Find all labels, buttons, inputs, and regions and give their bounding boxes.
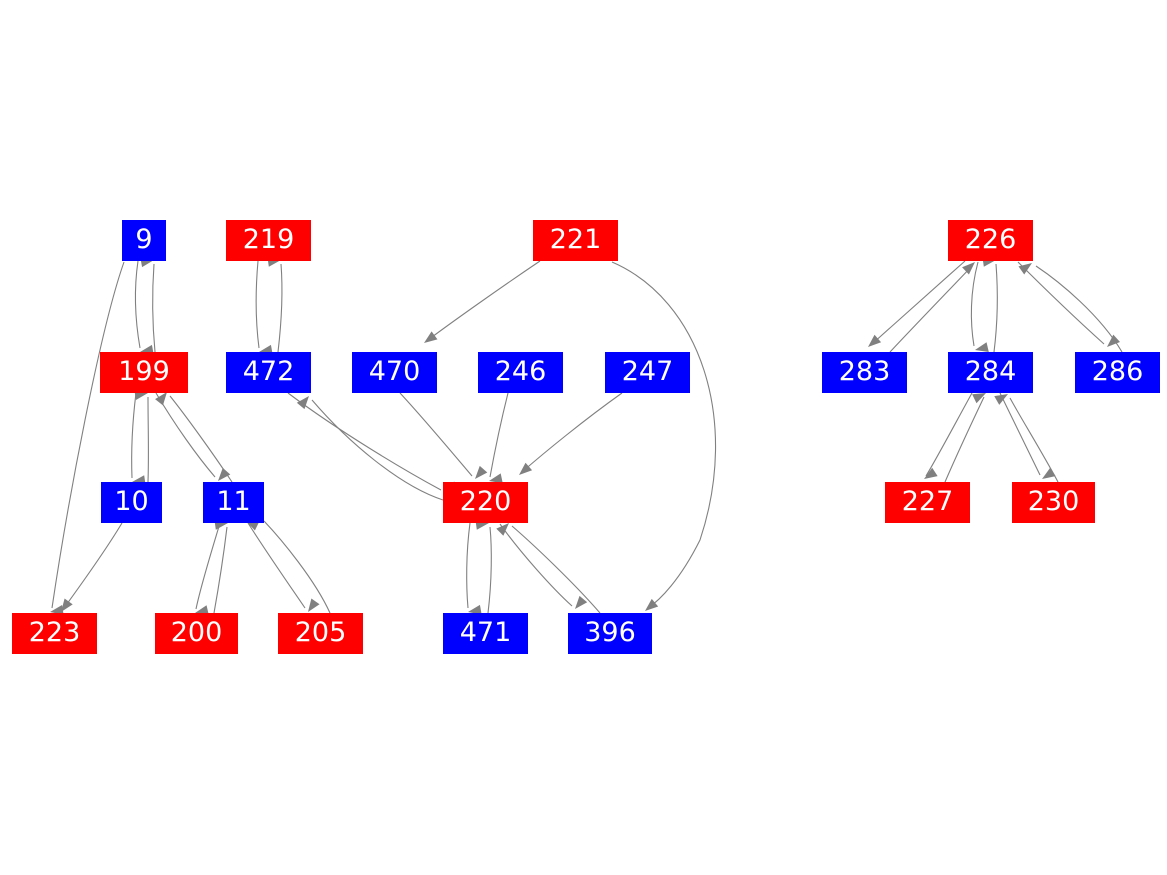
graph-node-284[interactable]: 284	[948, 352, 1033, 393]
graph-node-10[interactable]: 10	[101, 482, 162, 523]
graph-node-396[interactable]: 396	[568, 613, 652, 654]
graph-node-199[interactable]: 199	[100, 352, 188, 393]
arrow-head-icon	[868, 334, 882, 347]
graph-node-11[interactable]: 11	[203, 482, 264, 523]
arrow-head-icon	[519, 462, 533, 475]
graph-edge-220-to-472	[296, 396, 444, 501]
graph-node-472[interactable]: 472	[226, 352, 311, 393]
graph-edge-221-to-396	[611, 261, 717, 611]
graph-node-label: 219	[242, 224, 295, 255]
graph-edge-286-to-226	[1018, 263, 1123, 353]
graph-node-label: 9	[135, 224, 153, 255]
arrow-head-icon	[296, 396, 309, 410]
graph-edge-9-to-223	[50, 261, 125, 615]
arrow-head-icon	[475, 465, 488, 479]
graph-edge-230-to-284	[994, 394, 1059, 483]
graph-node-label: 226	[964, 224, 1017, 255]
arrow-head-icon	[1018, 263, 1032, 275]
graph-node-226[interactable]: 226	[948, 220, 1033, 261]
graph-node-label: 223	[28, 617, 81, 648]
graph-edge-221-to-470	[424, 260, 541, 343]
graph-node-205[interactable]: 205	[278, 613, 363, 654]
graph-node-label: 10	[114, 486, 149, 517]
graph-edge-200-to-11	[213, 519, 228, 614]
graph-node-label: 11	[216, 486, 251, 517]
graph-edge-220-to-396	[499, 523, 588, 609]
graph-edge-284-to-226	[982, 256, 998, 353]
graph-edge-205-to-11	[248, 518, 331, 614]
graph-node-label: 205	[294, 617, 347, 648]
graph-edge-10-to-223	[61, 522, 123, 612]
graph-edge-199-to-10	[131, 392, 146, 486]
graph-node-200[interactable]: 200	[155, 613, 238, 654]
graph-node-label: 200	[170, 617, 223, 648]
graph-edge-226-to-283	[868, 260, 966, 347]
graph-node-221[interactable]: 221	[533, 220, 618, 261]
graph-edge-10-to-199	[134, 390, 149, 483]
graph-node-label: 396	[584, 617, 636, 648]
graph-edge-472-to-219	[267, 256, 283, 353]
graph-node-label: 199	[118, 356, 170, 387]
graph-edge-11-to-205	[247, 522, 320, 612]
graph-edge-226-to-286	[1017, 261, 1121, 347]
graph-node-label: 220	[459, 486, 512, 517]
graph-edge-9-to-199	[134, 260, 154, 355]
graph-node-246[interactable]: 246	[478, 352, 563, 393]
graph-node-470[interactable]: 470	[352, 352, 437, 393]
graph-node-label: 472	[242, 356, 295, 387]
graph-node-label: 246	[494, 356, 547, 387]
graph-node-227[interactable]: 227	[885, 482, 970, 523]
graph-node-label: 284	[964, 356, 1017, 387]
graph-edge-284-to-230	[999, 392, 1056, 479]
graph-edge-227-to-284	[944, 393, 986, 483]
graph-edge-472-to-220	[287, 392, 459, 492]
arrow-head-icon	[575, 595, 588, 609]
graph-node-label: 286	[1091, 356, 1144, 387]
graph-edge-219-to-472	[255, 260, 273, 355]
graph-node-label: 471	[459, 617, 512, 648]
graph-node-247[interactable]: 247	[605, 352, 690, 393]
graph-node-286[interactable]: 286	[1075, 352, 1160, 393]
graph-edge-199-to-11	[155, 392, 231, 481]
graph-node-230[interactable]: 230	[1012, 482, 1095, 523]
graph-node-label: 470	[368, 356, 421, 387]
graph-edge-284-to-227	[924, 392, 973, 479]
graph-node-label: 230	[1027, 486, 1080, 517]
arrow-head-icon	[924, 467, 938, 479]
graph-edge-396-to-220	[496, 523, 601, 614]
graph-edge-471-to-220	[475, 519, 492, 614]
graph-edge-199-to-9	[140, 257, 156, 353]
graph-node-label: 227	[901, 486, 954, 517]
graph-edge-220-to-471	[466, 522, 482, 615]
graph-node-9[interactable]: 9	[122, 220, 166, 261]
arrow-head-icon	[1107, 334, 1121, 347]
graph-node-219[interactable]: 219	[226, 220, 311, 261]
graph-node-223[interactable]: 223	[12, 613, 97, 654]
arrow-head-icon	[424, 331, 438, 343]
graph-node-label: 283	[838, 356, 891, 387]
graph-edge-11-to-200	[195, 522, 221, 615]
graph-node-label: 221	[549, 224, 602, 255]
graph-node-283[interactable]: 283	[822, 352, 907, 393]
graph-edge-470-to-220	[399, 392, 488, 479]
graph-node-220[interactable]: 220	[443, 482, 528, 523]
graph-edge-226-to-284	[970, 261, 989, 352]
graph-edge-283-to-226	[889, 262, 975, 353]
graph-edge-247-to-220	[519, 392, 623, 475]
graph-edge-246-to-220	[489, 392, 509, 484]
arrow-head-icon	[1042, 467, 1056, 479]
graph-node-471[interactable]: 471	[443, 613, 528, 654]
graph-edge-11-to-199	[155, 392, 233, 483]
graph-node-label: 247	[621, 356, 674, 387]
